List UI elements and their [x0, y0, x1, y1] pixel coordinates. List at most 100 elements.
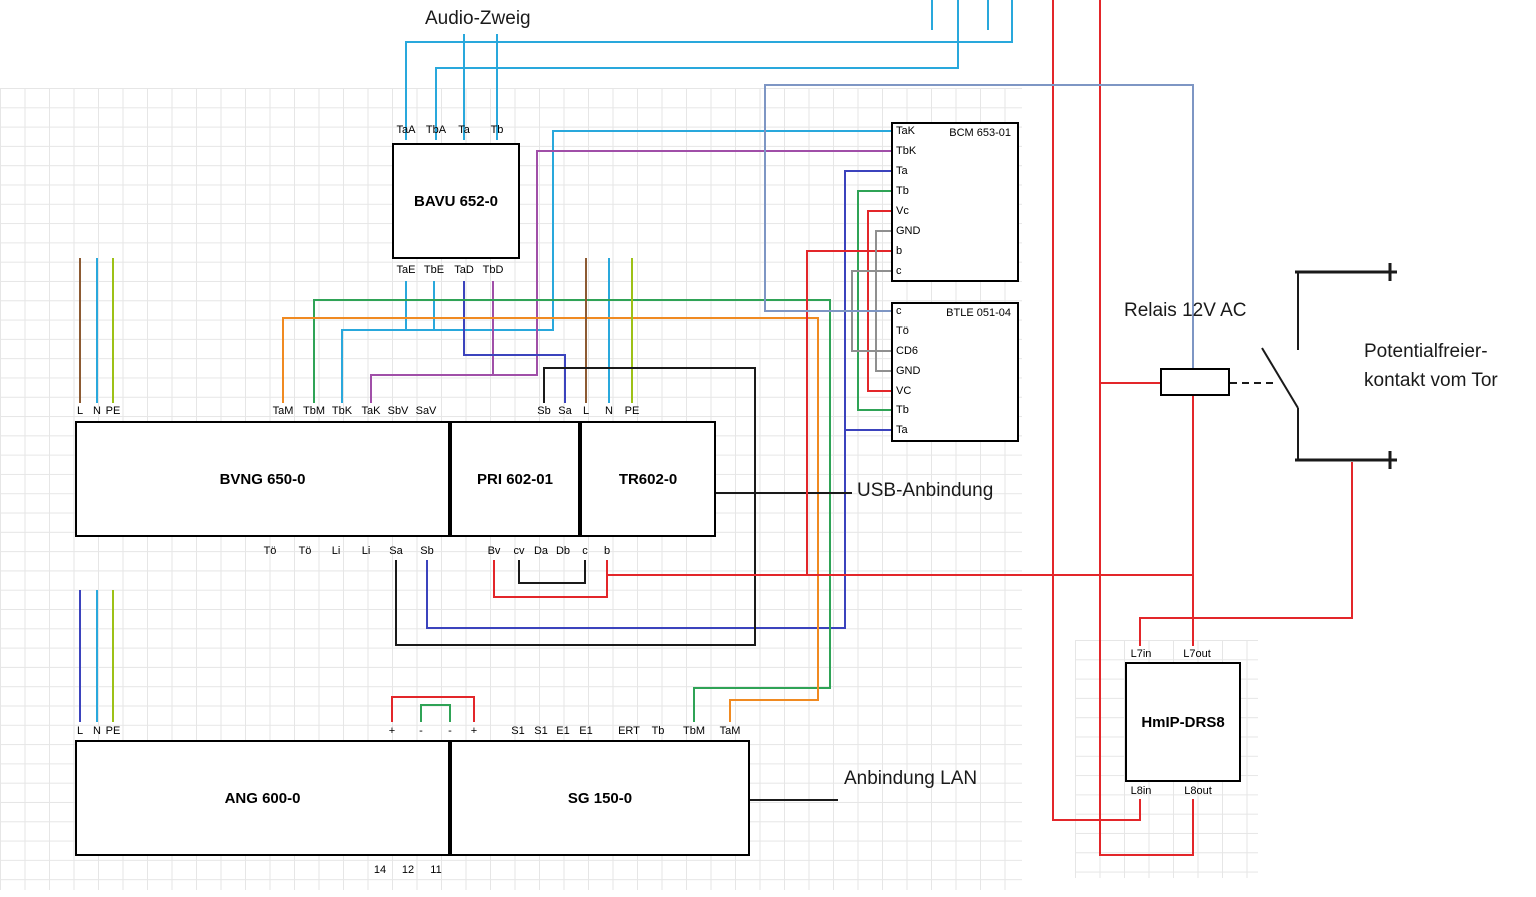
terminal-plus: + [470, 725, 478, 737]
terminal-sav: SaV [415, 405, 437, 417]
box-label-bvng-650-0: BVNG 650-0 [219, 470, 306, 488]
wire-cv-c-link [518, 560, 586, 584]
box-bavu-652-0: BAVU 652-0 [392, 143, 520, 259]
terminal-l7in: L7in [1130, 648, 1152, 660]
terminal-l: L [76, 725, 84, 737]
wire-supply-l8out [1099, 0, 1194, 856]
box-label-btle-051-04: BTLE 051-04 [946, 307, 1011, 319]
wire-supply-l8in [1052, 0, 1141, 821]
terminal-pe: PE [105, 405, 121, 417]
wire-minus-minus-link [420, 704, 451, 722]
terminal-gnd: GND [896, 365, 921, 377]
terminal-tbe: TbE [423, 264, 445, 276]
wire-bcm-tbk-bvng-tak [370, 150, 891, 403]
terminal-b: b [896, 245, 903, 257]
terminal-ta: Ta [896, 424, 908, 436]
terminal-minus: - [448, 725, 452, 737]
terminal-to: Tö [298, 545, 312, 557]
terminal-to: Tö [263, 545, 277, 557]
wire-bcm-tak-bvng-tbk [341, 130, 891, 403]
terminal-cd6: CD6 [896, 345, 919, 357]
box-pri-602-01: PRI 602-01 [450, 421, 580, 537]
terminal-ert: ERT [618, 725, 640, 737]
terminal-l: L [76, 405, 84, 417]
terminal-n: N [93, 725, 101, 737]
terminal-sb: Sb [420, 545, 434, 557]
box-label-bcm-653-01: BCM 653-01 [949, 127, 1011, 139]
terminal-12: 12 [401, 864, 415, 876]
wire-l7in-contact [1139, 462, 1353, 646]
box-tr602-0: TR602-0 [580, 421, 716, 537]
box-label-tr602-0: TR602-0 [618, 470, 678, 488]
terminal-pe: PE [624, 405, 640, 417]
terminal-tam: TaM [719, 725, 741, 737]
label-anbindung-lan: Anbindung LAN [844, 768, 978, 789]
terminal-l: L [582, 405, 590, 417]
terminal-tb: Tb [896, 404, 909, 416]
terminal-tak: TaK [361, 405, 381, 417]
label-potentialfreier-line1: Potentialfreier- [1364, 341, 1488, 362]
terminal-s1: S1 [534, 725, 548, 737]
box-sg-150-0: SG 150-0 [450, 740, 750, 856]
terminal-sbv: SbV [387, 405, 409, 417]
terminal-bv: Bv [487, 545, 501, 557]
wire-audio-taa [405, 0, 1013, 140]
terminal-tak: TaK [896, 125, 915, 137]
terminal-vc: VC [896, 385, 912, 397]
terminal-pe: PE [105, 725, 121, 737]
terminal-minus: - [419, 725, 423, 737]
wire-bcm-b-feed [806, 250, 891, 575]
terminal-c: c [896, 305, 902, 317]
terminal-tbm: TbM [683, 725, 705, 737]
label-usb-anbindung: USB-Anbindung [857, 480, 994, 501]
terminal-s1: S1 [511, 725, 525, 737]
terminal-tae: TaE [396, 264, 416, 276]
wire-sb-bcm-ta [426, 170, 891, 629]
wire-gnd-gnd-link [875, 230, 891, 372]
terminal-to: Tö [896, 325, 909, 337]
wire-vc-vc-link [867, 210, 891, 392]
wire-sa-sb-link [395, 367, 756, 646]
terminal-tbd: TbD [482, 264, 504, 276]
box-bcm-653-01: BCM 653-01 [891, 122, 1019, 282]
box-hmip-drs8: HmIP-DRS8 [1125, 662, 1241, 782]
wire-switch-blade [1261, 347, 1299, 409]
wire-tam-sg-tam [282, 317, 819, 722]
terminal-da: Da [533, 545, 549, 557]
label-audio-zweig: Audio-Zweig [425, 8, 531, 29]
label-relais-12v-ac: Relais 12V AC [1124, 300, 1247, 321]
terminal-n: N [605, 405, 613, 417]
terminal-tam: TaM [272, 405, 294, 417]
terminal-14: 14 [373, 864, 387, 876]
terminal-c: c [582, 545, 588, 557]
label-potentialfreier-kontakt: Potentialfreier- kontakt vom Tor [1364, 337, 1498, 395]
wire-btle-c-relay [764, 84, 1194, 368]
terminal-11: 11 [430, 864, 442, 876]
terminal-db: Db [555, 545, 571, 557]
terminal-li: Li [331, 545, 341, 557]
terminal-e1: E1 [556, 725, 570, 737]
terminal-tbk: TbK [896, 145, 917, 157]
terminal-l7out: L7out [1183, 648, 1211, 660]
terminal-plus: + [388, 725, 396, 737]
terminal-tb: Tb [651, 725, 665, 737]
box-label-hmip-drs8: HmIP-DRS8 [1141, 713, 1225, 731]
terminal-li: Li [361, 545, 371, 557]
box-bvng-650-0: BVNG 650-0 [75, 421, 450, 537]
box-relay-coil [1160, 368, 1230, 396]
terminal-vc: Vc [896, 205, 909, 217]
box-btle-051-04: BTLE 051-04 [891, 302, 1019, 442]
terminal-tbk: TbK [331, 405, 353, 417]
box-label-pri-602-01: PRI 602-01 [477, 470, 553, 488]
terminal-cv: cv [513, 545, 525, 557]
wire-audio-tba [435, 0, 959, 140]
terminal-l8out: L8out [1184, 785, 1212, 797]
terminal-tbm: TbM [303, 405, 325, 417]
terminal-sb: Sb [537, 405, 551, 417]
terminal-taa: TaA [396, 124, 416, 136]
wire-bv-b-link [493, 560, 608, 598]
wire-bcm-btle-tb-link [857, 190, 891, 411]
terminal-ta: Ta [896, 165, 908, 177]
